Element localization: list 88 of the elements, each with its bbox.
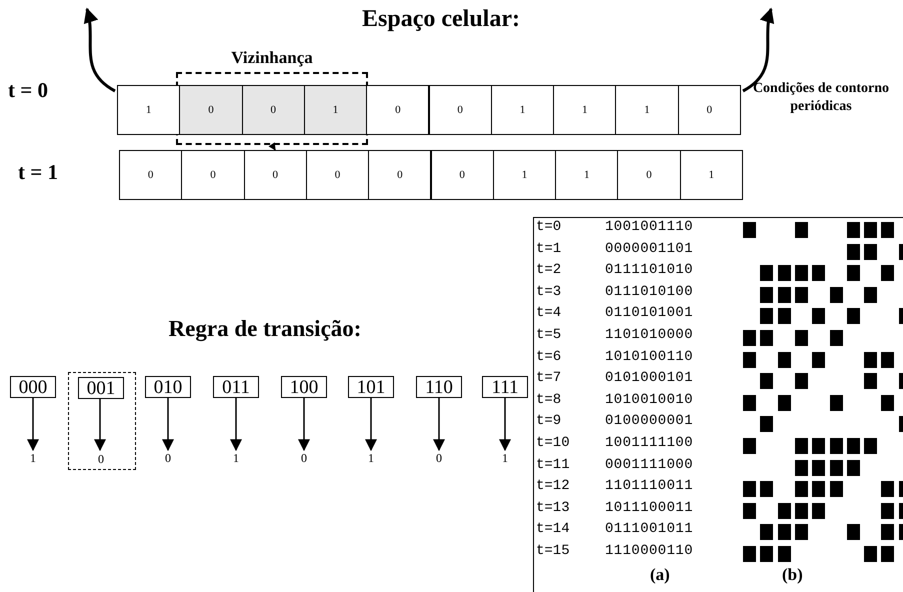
cell: 0 (428, 85, 492, 135)
table-cell: 0111010100 (605, 284, 694, 300)
time-label: t = 1 (18, 160, 58, 185)
table-cell: t=14 (536, 521, 570, 538)
cell: 1 (615, 85, 679, 135)
rule-pattern: 110 (416, 376, 462, 398)
rule-output: 1 (497, 450, 513, 466)
cell: 0 (366, 85, 430, 135)
table-cell: 0000001101 (605, 240, 694, 257)
rule-pattern: 111 (482, 376, 528, 398)
curved-arrow (742, 8, 776, 92)
cell: 1 (117, 85, 180, 135)
arrow (27, 398, 39, 452)
table-cell: 1101010000 (605, 327, 694, 343)
arrow (365, 398, 377, 452)
arrow (433, 398, 445, 452)
cell: 0 (179, 85, 243, 135)
boundary-note: Condições de contorno periódicas (752, 80, 890, 116)
cell: 0 (306, 150, 370, 200)
rule-pattern: 100 (281, 376, 327, 398)
table-cell: 0111101010 (605, 262, 694, 278)
panel-label: (a) (650, 565, 670, 585)
rule-pattern: 011 (213, 376, 259, 398)
panel-label: (b) (782, 565, 803, 585)
table-cell: t=8 (536, 392, 562, 408)
table-cell: 1010100110 (605, 348, 694, 365)
table-cell: t=12 (536, 478, 570, 494)
time-label: t = 0 (8, 78, 48, 103)
table-cell: t=7 (536, 370, 562, 386)
cell: 0 (119, 150, 182, 200)
rule-pattern: 000 (10, 376, 56, 398)
table-cell: t=13 (536, 500, 570, 516)
table-cell: 1010010010 (605, 392, 694, 408)
table-cell: t=11 (536, 456, 570, 473)
table-cell: t=6 (536, 348, 562, 365)
table-cell: t=9 (536, 413, 562, 430)
neighborhood-label: Vizinhança (230, 48, 314, 68)
cell: 0 (244, 150, 307, 200)
table-cell: 1110000110 (605, 543, 694, 559)
cell: 1 (555, 150, 618, 200)
table-cell: 0101000101 (605, 370, 694, 386)
table-cell: 0110101001 (605, 305, 694, 322)
table-cell: 1001111100 (605, 435, 694, 451)
table-cell: 0111001011 (605, 521, 694, 538)
table-cell: 0100000001 (605, 413, 694, 430)
section-heading: Regra de transição: (168, 316, 362, 342)
table-cell: t=5 (536, 327, 562, 343)
cell: 1 (680, 150, 743, 200)
table-cell: 1011100011 (605, 500, 694, 516)
table-cell: t=0 (536, 219, 562, 235)
arrow (162, 398, 174, 452)
table-cell: t=1 (536, 240, 562, 257)
title: Espaço celular: (361, 6, 521, 33)
table-cell: 0001111000 (605, 456, 694, 473)
cell: 1 (492, 150, 556, 200)
rule-output: 0 (93, 451, 109, 467)
dashed-frame (68, 372, 136, 470)
arrow (94, 398, 106, 452)
rule-output: 1 (228, 450, 244, 466)
cell: 0 (181, 150, 245, 200)
arrow (230, 398, 242, 452)
table-cell: t=15 (536, 543, 570, 559)
table-cell: t=10 (536, 435, 570, 451)
cell: 0 (242, 85, 305, 135)
rule-output: 0 (160, 450, 176, 466)
arrow (268, 142, 276, 151)
arrow (499, 398, 511, 452)
rule-pattern: 010 (145, 376, 191, 398)
cell: 0 (617, 150, 681, 200)
table-cell: t=3 (536, 284, 562, 300)
rule-output: 1 (363, 450, 379, 466)
rule-pattern: 001 (78, 377, 124, 399)
cell: 1 (490, 85, 554, 135)
table-cell: 1101110011 (605, 478, 694, 494)
cell: 1 (304, 85, 368, 135)
cell: 0 (368, 150, 432, 200)
rule-output: 0 (431, 450, 447, 466)
cell: 0 (678, 85, 741, 135)
table-cell: t=4 (536, 305, 562, 322)
arrow (298, 398, 310, 452)
rule-output: 0 (296, 450, 312, 466)
cell: 1 (553, 85, 616, 135)
table-cell: 1001001110 (605, 219, 694, 235)
table-cell: t=2 (536, 262, 562, 278)
rule-output: 1 (25, 450, 41, 466)
cell: 0 (430, 150, 494, 200)
rule-pattern: 101 (348, 376, 394, 398)
curved-arrow (82, 8, 116, 92)
